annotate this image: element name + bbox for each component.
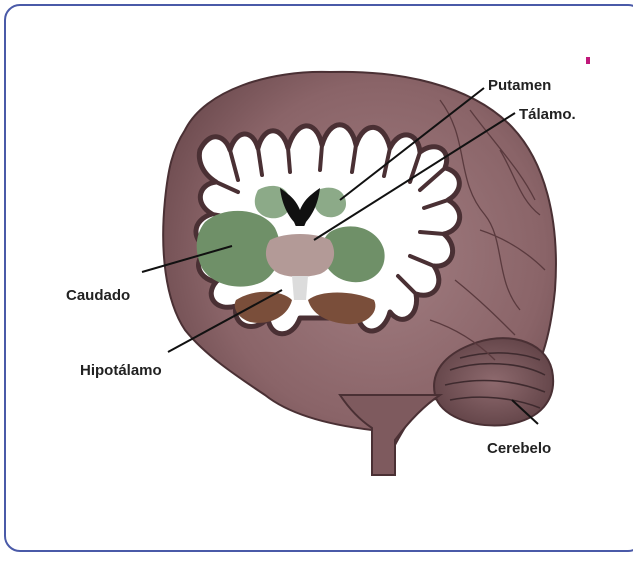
cerebelo-label: Cerebelo (487, 440, 551, 457)
brainstem (340, 395, 440, 475)
thalamus-structure (266, 234, 334, 277)
talamo-label: Tálamo. (519, 106, 576, 123)
corner-mark (586, 57, 590, 64)
pituitary-stalk (292, 276, 308, 300)
hipotalamo-label: Hipotálamo (80, 362, 162, 379)
putamen-label: Putamen (488, 77, 551, 94)
caudado-label: Caudado (66, 287, 130, 304)
